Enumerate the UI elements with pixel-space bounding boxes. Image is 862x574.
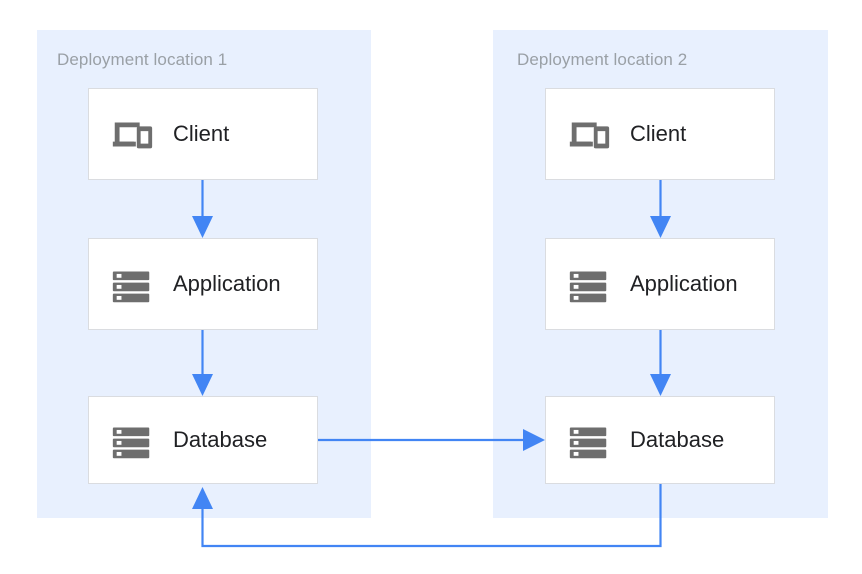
node-client-2-label: Client: [630, 121, 687, 146]
node-application-2-label: Application: [630, 271, 738, 296]
node-client-2[interactable]: Client: [545, 88, 775, 180]
devices-icon: [112, 122, 153, 149]
node-application-2[interactable]: Application: [545, 238, 775, 330]
node-client-1-label: Client: [173, 121, 230, 146]
server-icon: [112, 427, 150, 459]
server-icon: [569, 427, 607, 459]
node-application-1[interactable]: Application: [88, 238, 318, 330]
devices-icon: [569, 122, 610, 149]
server-icon: [112, 271, 150, 303]
node-database-2[interactable]: Database: [545, 396, 775, 484]
server-icon: [569, 271, 607, 303]
node-client-1[interactable]: Client: [88, 88, 318, 180]
deployment-zone-1-label: Deployment location 1: [57, 50, 228, 69]
node-database-1-label: Database: [173, 427, 268, 452]
node-database-2-label: Database: [630, 427, 725, 452]
node-application-1-label: Application: [173, 271, 281, 296]
deployment-zone-2-label: Deployment location 2: [517, 50, 688, 69]
node-database-1[interactable]: Database: [88, 396, 318, 484]
